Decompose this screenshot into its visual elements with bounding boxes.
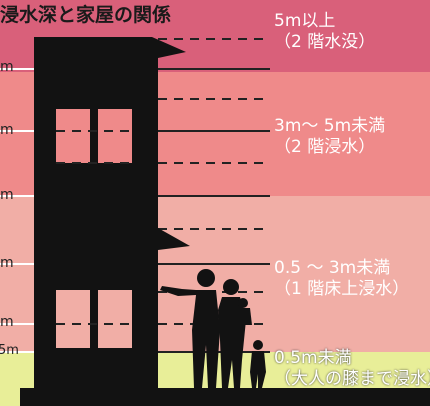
adult-with-child-icon — [218, 279, 252, 388]
zone-label-line2: （2 階水没） — [274, 32, 376, 52]
upper-windows — [56, 109, 132, 163]
level-lines — [0, 68, 34, 353]
zone-label-line1: 0.5m未満 — [274, 348, 352, 368]
adult-figure-icon — [160, 269, 220, 388]
zone-label-5m-plus: 5m以上 （2 階水没） — [274, 11, 375, 53]
zone-label-line1: 5m以上 — [274, 11, 336, 31]
zone-label-line2: （大人の膝まで浸水） — [274, 369, 430, 389]
level-label: m — [0, 314, 14, 330]
child-figure-icon — [250, 340, 266, 388]
zone-label-05-3m: 0.5 〜 3m未満 （1 階床上浸水） — [274, 258, 409, 300]
level-label: m — [0, 59, 14, 75]
level-label: m — [0, 122, 14, 138]
level-label: m — [0, 187, 14, 203]
diagram-title: 浸水深と家屋の関係 — [0, 4, 172, 26]
level-label: m — [0, 255, 14, 271]
level-label: 5m — [0, 343, 19, 358]
zone-label-3-5m: 3m〜 5m未満 （2 階浸水） — [274, 116, 385, 158]
window-dashes — [56, 130, 132, 325]
zone-label-line2: （2 階浸水） — [274, 137, 376, 157]
ground — [20, 388, 430, 406]
lower-windows — [56, 290, 132, 348]
zone-label-line2: （1 階床上浸水） — [274, 279, 410, 299]
zone-label-under-05m: 0.5m未満 （大人の膝まで浸水） — [274, 348, 430, 390]
zone-label-line1: 3m〜 5m未満 — [274, 116, 386, 136]
zone-label-line1: 0.5 〜 3m未満 — [274, 258, 391, 278]
